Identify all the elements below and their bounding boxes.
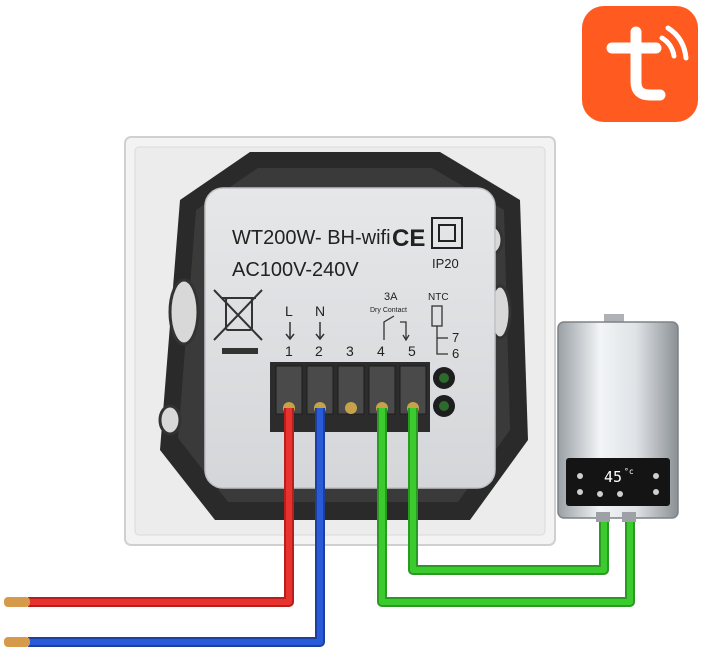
boiler-button-icon (577, 489, 583, 495)
ce-mark: CE (392, 225, 425, 252)
terminal-5-number: 5 (408, 343, 416, 359)
relay-contact-label: Dry Contact (370, 307, 407, 314)
sensor-terminal-7: 7 (452, 330, 459, 345)
wires (28, 408, 635, 647)
boiler-unit: °c (624, 467, 634, 476)
boiler-button-icon (597, 491, 603, 497)
relay-switch-icon (383, 315, 410, 342)
terminal-2-letter: N (315, 303, 325, 319)
down-arrow-icon (285, 322, 325, 341)
live-wire-end (4, 597, 30, 607)
terminal-2-number: 2 (315, 343, 323, 359)
boiler: 45 °c (557, 314, 679, 522)
class-ii-icon (431, 217, 463, 249)
relay-rating-label: 3A (384, 291, 398, 303)
ntc-sensor-icon (431, 305, 448, 355)
boiler-button-icon (577, 473, 583, 479)
terminal-4-number: 4 (377, 343, 385, 359)
tuya-logo (582, 6, 698, 122)
ip-rating-label: IP20 (432, 256, 459, 271)
boiler-temperature: 45 (604, 468, 622, 486)
sensor-label: NTC (428, 292, 449, 303)
model-label: WT200W- BH-wifi (232, 227, 391, 249)
terminal-3-number: 3 (346, 343, 354, 359)
terminal-screw (345, 402, 357, 414)
boiler-display (566, 458, 670, 506)
terminal-1-letter: L (285, 303, 293, 319)
boiler-button-icon (617, 491, 623, 497)
terminal-1-number: 1 (285, 343, 293, 359)
weee-bin-icon (213, 289, 263, 354)
neutral-wire-end (4, 637, 30, 647)
sensor-terminal-6: 6 (452, 346, 459, 361)
voltage-label: AC100V-240V (232, 259, 359, 281)
thermostat-unit (124, 136, 556, 546)
boiler-button-icon (653, 473, 659, 479)
boiler-button-icon (653, 489, 659, 495)
